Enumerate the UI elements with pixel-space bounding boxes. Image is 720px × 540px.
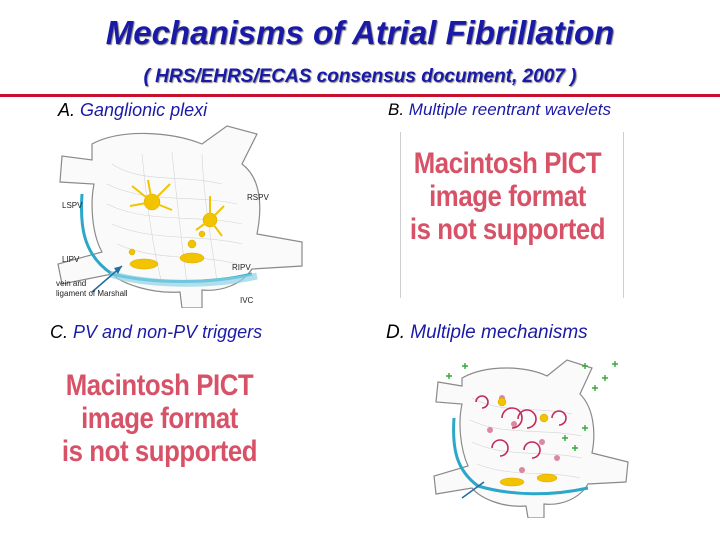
panel-b-text: Multiple reentrant wavelets <box>408 100 612 119</box>
panel-b-pict-placeholder: Macintosh PICT image format is not suppo… <box>400 147 615 246</box>
lipv-label: LIPV <box>62 255 80 264</box>
pict-line-3: is not supported <box>409 213 606 246</box>
ivc-label: IVC <box>240 296 254 305</box>
panel-b-label: B. Multiple reentrant wavelets <box>388 100 611 120</box>
panel-b-letter: B. <box>388 100 405 119</box>
panel-a-label: A. Ganglionic plexi <box>58 100 207 121</box>
pict-line-2: image format <box>81 402 238 435</box>
panel-c-letter: C. <box>50 322 68 342</box>
pict-line-1: Macintosh PICT <box>413 147 602 180</box>
lspv-label: LSPV <box>62 201 83 210</box>
multiple-mechanisms-figure <box>433 359 629 518</box>
panel-a-text: Ganglionic plexi <box>80 100 208 120</box>
slide-subtitle: ( HRS/EHRS/ECAS consensus document, 2007… <box>143 66 577 87</box>
rspv-label: RSPV <box>247 193 269 202</box>
panel-d-label: D. Multiple mechanisms <box>386 322 588 344</box>
title-divider <box>0 94 720 97</box>
panel-a-letter: A. <box>58 100 76 120</box>
panel-c-text: PV and non-PV triggers <box>73 322 263 342</box>
pict-line-2: image format <box>429 180 586 213</box>
panel-c-pict-placeholder: Macintosh PICT image format is not suppo… <box>52 369 267 468</box>
panel-b-image-frame <box>400 132 624 298</box>
panel-d-text: Multiple mechanisms <box>410 322 588 343</box>
panel-d-letter: D. <box>386 322 405 343</box>
marshall-label-line1: vein and <box>56 279 86 288</box>
pict-line-1: Macintosh PICT <box>65 369 254 402</box>
panel-c-label: C. PV and non-PV triggers <box>50 322 262 343</box>
pict-line-3: is not supported <box>61 435 258 468</box>
slide-title: Mechanisms of Atrial Fibrillation <box>105 14 615 51</box>
marshall-label-line2: ligament of Marshall <box>56 289 128 298</box>
ganglionic-plexi-figure: LSPV RSPV LIPV RIPV IVC vein and ligamen… <box>56 125 303 308</box>
ripv-label: RIPV <box>232 263 251 272</box>
